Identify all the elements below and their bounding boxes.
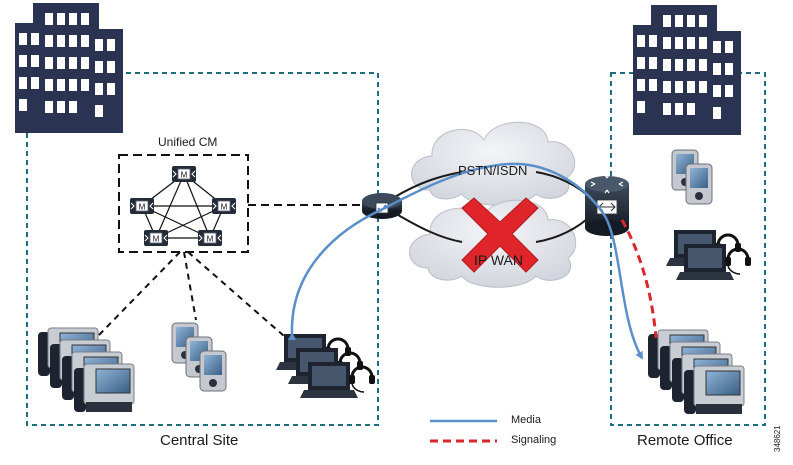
legend-signaling-label: Signaling (511, 434, 557, 446)
cluster-mesh (141, 173, 225, 239)
remote-building-icon (633, 5, 741, 135)
legend-media-label: Media (511, 414, 541, 426)
ip-phone-icon (73, 363, 135, 413)
remote-router-icon (585, 174, 629, 236)
remote-pdas (671, 149, 713, 205)
call-manager-icon (197, 223, 223, 247)
signaling-path (620, 219, 658, 339)
call-manager-icon (211, 191, 237, 215)
central-ip-phones (37, 327, 135, 413)
pda-icon (199, 350, 227, 392)
wan-label: IP WAN (474, 252, 524, 268)
headset-workstation-icon (674, 242, 753, 282)
call-manager-icon (171, 159, 197, 183)
media-path (288, 162, 644, 360)
pda-icon (685, 163, 713, 205)
cluster-endpoint-links (97, 251, 285, 337)
central-pdas (171, 322, 227, 392)
failure-x-icon (461, 197, 539, 273)
call-manager-icon (129, 191, 155, 215)
central-building-icon (15, 3, 123, 133)
call-manager-icon (143, 223, 169, 247)
central-site-boundary (26, 72, 379, 426)
pstn-label: PSTN/ISDN (458, 163, 528, 178)
unified-cm-cluster-box (118, 154, 249, 253)
central-workstations (274, 332, 377, 400)
figure-id: 348621 (773, 425, 782, 452)
remote-office-label: Remote Office (637, 432, 733, 449)
ip-phone-icon (683, 365, 745, 415)
remote-ip-phones (647, 329, 745, 415)
remote-workstations (664, 228, 753, 282)
cluster-label: Unified CM (158, 135, 218, 149)
central-site-label: Central Site (160, 432, 239, 449)
headset-workstation-icon (298, 360, 377, 400)
